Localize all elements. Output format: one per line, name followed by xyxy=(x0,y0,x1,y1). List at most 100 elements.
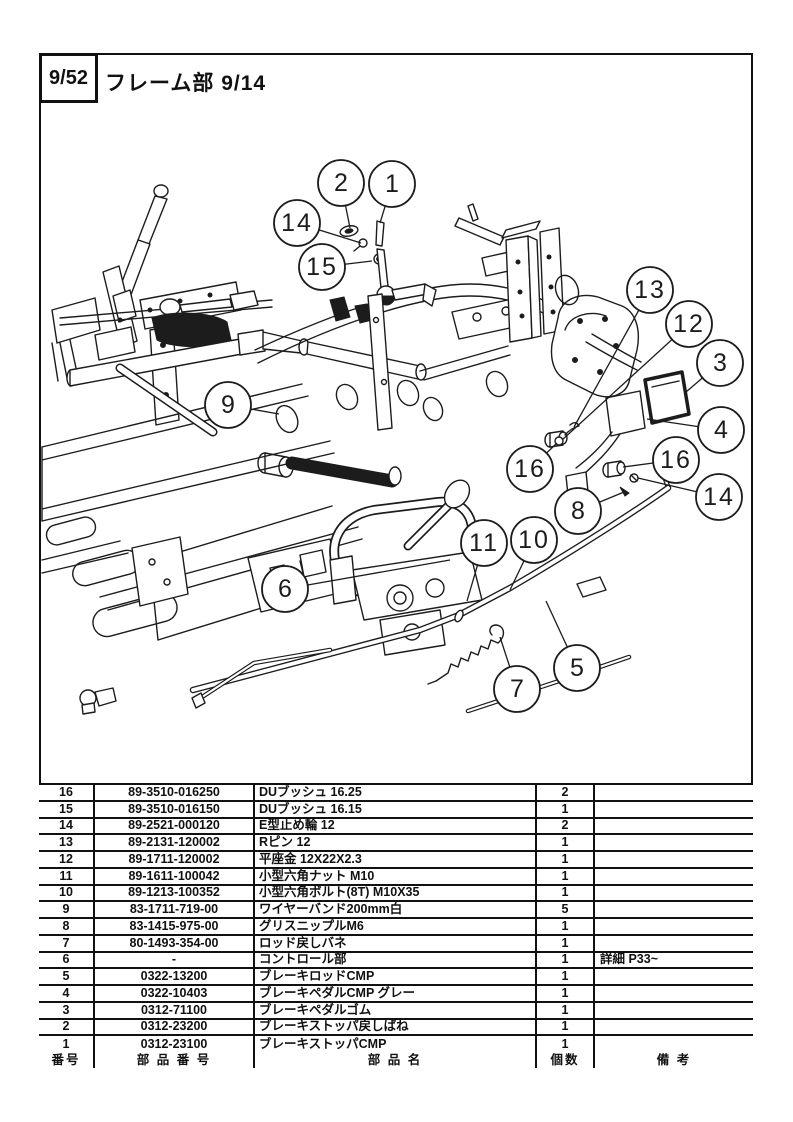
cell-no: 12 xyxy=(39,852,95,867)
cell-part_no: 80-1493-354-00 xyxy=(95,935,255,951)
callout-balloon-8: 8 xyxy=(554,487,602,535)
callout-balloon-13: 13 xyxy=(626,266,674,314)
callout-leader-2 xyxy=(344,205,351,229)
cell-name: Rピン 12 xyxy=(255,835,537,850)
cell-no: 4 xyxy=(39,986,95,1001)
cell-remarks xyxy=(595,785,753,800)
cell-no: 13 xyxy=(39,835,95,850)
callout-leader-14 xyxy=(637,477,697,493)
cell-part_no: 0312-71100 xyxy=(95,1002,255,1018)
callout-leader-16 xyxy=(546,442,558,454)
svg-text:16: 16 xyxy=(514,455,546,483)
cell-name: E型止め輪 12 xyxy=(255,818,537,834)
cell-remarks xyxy=(595,969,753,984)
cell-part_no: 0312-23200 xyxy=(95,1019,255,1035)
svg-text:8: 8 xyxy=(571,497,585,525)
callout-balloon-15: 15 xyxy=(298,243,346,291)
cell-part_no: 89-1711-120002 xyxy=(95,852,255,867)
cell-part_no: 83-1415-975-00 xyxy=(95,919,255,934)
cell-no: 14 xyxy=(39,818,95,834)
cell-remarks xyxy=(595,819,753,834)
callout-leader-5 xyxy=(545,600,568,648)
lever-cylinder xyxy=(102,184,169,348)
cell-qty: 1 xyxy=(537,969,595,984)
callout-balloon-10: 10 xyxy=(510,516,558,564)
cell-part_no: 89-1213-100352 xyxy=(95,885,255,901)
callout-balloon-14: 14 xyxy=(695,473,743,521)
callout-balloon-7: 7 xyxy=(493,665,541,713)
svg-text:3: 3 xyxy=(713,349,727,377)
cell-remarks xyxy=(595,936,753,951)
cell-name: 小型六角ボルト(8T) M10X35 xyxy=(255,885,537,901)
pedal-mount-panel xyxy=(550,294,640,398)
cell-qty: 1 xyxy=(537,868,595,884)
cell-no: 6 xyxy=(39,952,95,968)
svg-text:13: 13 xyxy=(634,276,666,304)
svg-text:1: 1 xyxy=(385,170,399,198)
cell-no: 10 xyxy=(39,885,95,901)
cell-name: DUブッシュ 16.25 xyxy=(255,785,537,800)
cell-part_no: 89-3510-016250 xyxy=(95,785,255,800)
cell-remarks xyxy=(595,802,753,817)
col-header-remarks: 備 考 xyxy=(656,1052,692,1067)
callout-balloon-2: 2 xyxy=(317,159,365,207)
cell-part_no: 0322-10403 xyxy=(95,986,255,1001)
callout-balloon-1: 1 xyxy=(368,160,416,208)
cell-name: ブレーキペダルCMP グレー xyxy=(255,986,537,1001)
callout-balloon-6: 6 xyxy=(261,565,309,613)
col-header-part-number: 部 品 番 号 xyxy=(95,1052,255,1068)
cell-remarks xyxy=(595,886,753,901)
cell-qty: 2 xyxy=(537,785,595,800)
cell-no: 5 xyxy=(39,969,95,984)
cell-part_no: 89-3510-016150 xyxy=(95,801,255,817)
cell-qty: 1 xyxy=(537,1019,595,1035)
cross-shaft xyxy=(59,290,373,348)
svg-text:5: 5 xyxy=(570,654,584,682)
cell-name: ブレーキロッドCMP xyxy=(255,969,537,984)
svg-text:10: 10 xyxy=(518,526,550,554)
callout-leader-7 xyxy=(499,636,511,668)
cell-no: 7 xyxy=(39,935,95,951)
return-spring xyxy=(427,624,505,685)
brake-stopper-parts xyxy=(339,220,437,307)
callout-leader-6 xyxy=(307,559,451,586)
cell-part_no: - xyxy=(95,952,255,968)
callout-leader-9 xyxy=(250,408,280,415)
cell-name: ワイヤーバンド200mm白 xyxy=(255,902,537,917)
cell-qty: 1 xyxy=(537,986,595,1001)
svg-text:11: 11 xyxy=(469,529,499,557)
cell-qty: 2 xyxy=(537,818,595,834)
cell-remarks xyxy=(595,869,753,884)
svg-text:7: 7 xyxy=(510,675,524,703)
cell-remarks xyxy=(595,1036,753,1052)
cell-part_no: 0322-13200 xyxy=(95,969,255,984)
cell-qty: 1 xyxy=(537,935,595,951)
cell-qty: 1 xyxy=(537,835,595,850)
engine-posts xyxy=(501,220,565,343)
svg-text:16: 16 xyxy=(660,446,692,474)
cell-qty: 5 xyxy=(537,902,595,917)
cell-no: 9 xyxy=(39,902,95,917)
cell-remarks xyxy=(595,835,753,850)
cell-name: 小型六角ナット M10 xyxy=(255,868,537,884)
brake-pedal-group xyxy=(544,370,691,525)
svg-text:15: 15 xyxy=(306,253,338,281)
svg-text:14: 14 xyxy=(281,209,313,237)
page-title: フレーム部 9/14 xyxy=(105,72,267,95)
callout-balloon-16: 16 xyxy=(652,436,700,484)
svg-text:9: 9 xyxy=(221,391,235,419)
callout-leader-8 xyxy=(599,491,625,503)
cell-name: DUブッシュ 16.15 xyxy=(255,801,537,817)
callout-leader-12 xyxy=(561,339,673,441)
